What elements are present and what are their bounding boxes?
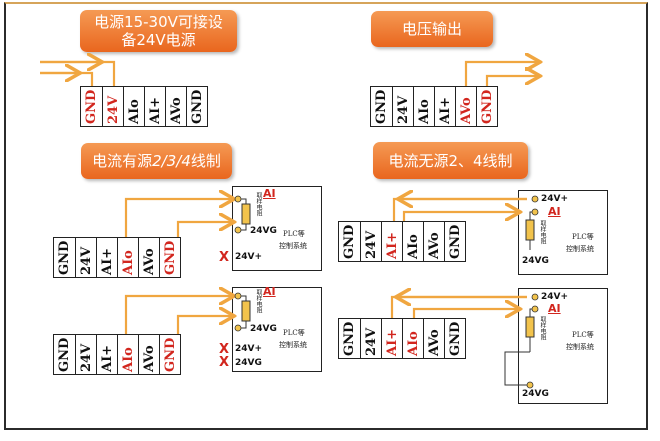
terminal-ai-plus: AI+	[96, 335, 117, 374]
v24g-label-4: 24VG	[522, 389, 549, 399]
arrow-out-2	[485, 76, 538, 86]
plc-label-2b: 控制系统	[279, 341, 307, 349]
terminal-ai-plus: AI+	[381, 222, 402, 261]
terminal-aio: AIo	[117, 238, 138, 277]
terminal-gnd: GND	[444, 319, 465, 358]
terminal-24v: 24V	[75, 335, 96, 374]
wire-p5-a	[392, 197, 527, 221]
terminal-aio: AIo	[402, 222, 423, 261]
wire-p6-a	[390, 295, 527, 318]
wire-p4-b	[176, 316, 232, 334]
v24g-label-3: 24VG	[522, 256, 549, 266]
title-current-passive: 电流无源2、4线制	[373, 142, 528, 179]
v24g-label-2: 24VG	[250, 324, 277, 334]
ai-label-1: AI	[263, 187, 276, 200]
res-label-3: 取样电阻	[539, 220, 546, 244]
terminal-ai-plus: AI+	[144, 87, 165, 126]
terminal-24v: 24V	[392, 87, 413, 126]
arrow-out-1	[464, 62, 538, 86]
wire-p3-b	[176, 222, 232, 237]
terminal-gnd: GND	[476, 87, 497, 126]
title-power-line2: 备24V电源	[121, 31, 196, 49]
terminal-24v: 24V	[360, 222, 381, 261]
wire-p3-a	[124, 199, 232, 237]
terminal-avo: AVo	[423, 319, 444, 358]
wire-gnd-in	[40, 71, 94, 86]
terminal-gnd: GND	[159, 335, 180, 374]
v24p-label-4: 24V+	[541, 292, 569, 302]
res-label-2: 取样电阻	[255, 289, 262, 313]
ai-label-3: AI	[548, 205, 561, 218]
terminal-ai-plus: AI+	[381, 319, 402, 358]
v24p-label-1: 24V+	[235, 252, 263, 262]
terminal-aio: AIo	[402, 319, 423, 358]
terminal-24v: 24V	[75, 238, 96, 277]
x-mark-2: X	[219, 342, 230, 357]
title-voltage-output: 电压输出	[371, 11, 493, 47]
terminal-avo: AVo	[138, 238, 159, 277]
terminal-avo: AVo	[165, 87, 186, 126]
plc-label-1b: 控制系统	[279, 242, 307, 250]
plc-label-3b: 控制系统	[566, 245, 594, 253]
terminal-gnd: GND	[186, 87, 207, 126]
terminal-ai-plus: AI+	[96, 238, 117, 277]
ai-label-2: AI	[263, 285, 276, 298]
x-mark-3: X	[219, 355, 230, 370]
v24p-label-3: 24V+	[541, 194, 569, 204]
res-label-1: 取样电阻	[255, 192, 262, 216]
ai-label-4: AI	[548, 302, 561, 315]
terminal-aio: AIo	[117, 335, 138, 374]
plc-label-4a: PLC等	[572, 331, 594, 339]
terminal-gnd: GND	[159, 238, 180, 277]
wire-p4-a	[124, 296, 232, 334]
terminal-avo: AVo	[423, 222, 444, 261]
terminal-avo: AVo	[455, 87, 476, 126]
v24g-label-1: 24VG	[250, 226, 277, 236]
plc-label-2a: PLC等	[283, 329, 305, 337]
res-label-4: 取样电阻	[539, 316, 546, 340]
v24g-label-2b: 24VG	[235, 358, 262, 368]
terminal-24v: 24V	[360, 319, 381, 358]
plc-label-1a: PLC等	[283, 230, 305, 238]
x-mark-1: X	[219, 250, 230, 265]
wire-p5-b	[402, 212, 518, 221]
title-power-supply: 电源15-30V可接设 备24V电源	[80, 10, 237, 52]
wire-p6-b	[412, 309, 518, 318]
plc-label-3a: PLC等	[572, 233, 594, 241]
terminal-24v: 24V	[102, 87, 123, 126]
terminal-aio: AIo	[123, 87, 144, 126]
terminal-gnd: GND	[444, 222, 465, 261]
terminal-avo: AVo	[138, 335, 159, 374]
v24p-label-2: 24V+	[235, 344, 263, 354]
terminal-ai-plus: AI+	[434, 87, 455, 126]
terminal-aio: AIo	[413, 87, 434, 126]
title-power-line1: 电源15-30V可接设	[94, 13, 223, 31]
plc-label-4b: 控制系统	[566, 343, 594, 351]
